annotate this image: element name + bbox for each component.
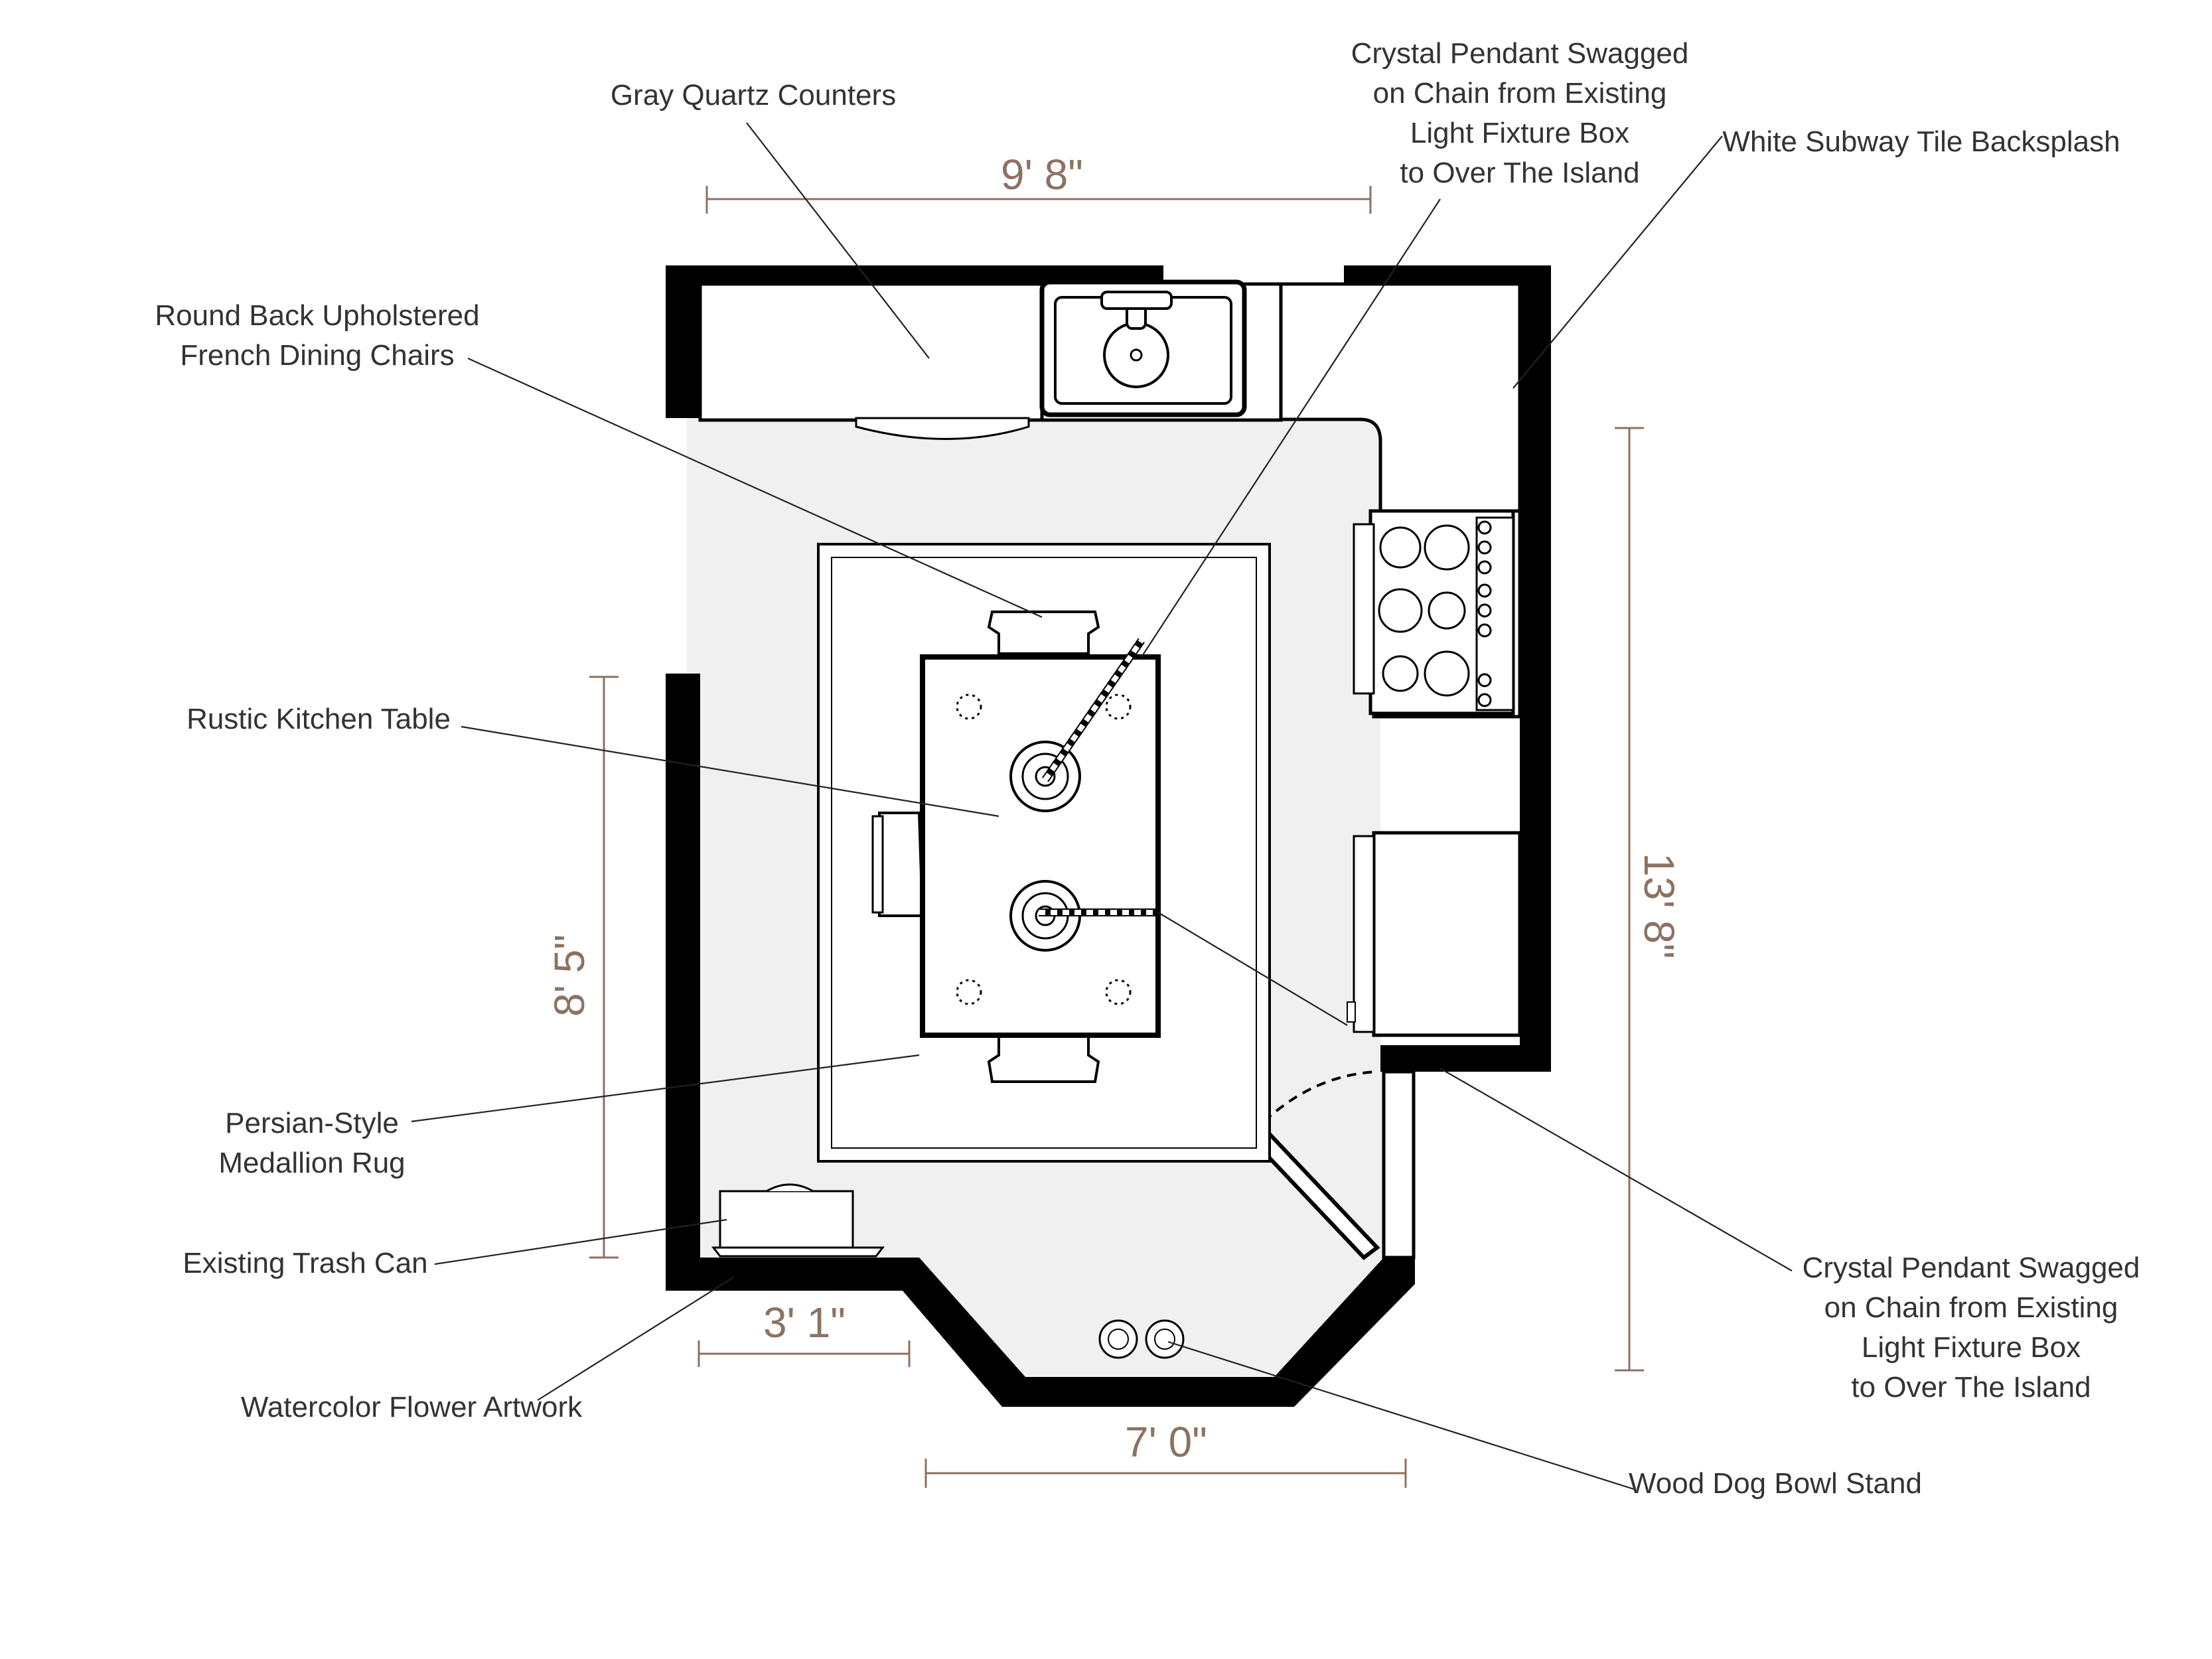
walls xyxy=(666,265,1551,1407)
label-artwork: Watercolor Flower Artwork xyxy=(241,1391,583,1423)
dim-bottom-width: 7' 0" xyxy=(1125,1418,1207,1466)
dishwasher xyxy=(855,417,1030,440)
leader-lines xyxy=(411,122,1793,1491)
dining-chairs xyxy=(871,611,1100,1083)
pendant-lights xyxy=(1009,638,1158,952)
label-pendant-bottom-line2: on Chain from Existing xyxy=(1824,1291,2118,1324)
label-rug-line2: Medallion Rug xyxy=(218,1147,405,1179)
label-pendant-bottom-line4: to Over The Island xyxy=(1851,1371,2091,1404)
label-table: Rustic Kitchen Table xyxy=(186,703,451,735)
label-pendant-top-line3: Light Fixture Box xyxy=(1410,117,1629,149)
sink xyxy=(1039,279,1247,417)
label-pendant-top-line2: on Chain from Existing xyxy=(1373,77,1667,109)
label-pendant-top-line1: Crystal Pendant Swagged xyxy=(1351,37,1689,70)
label-chairs-line2: French Dining Chairs xyxy=(180,339,454,372)
refrigerator xyxy=(1347,831,1522,1037)
kitchen-table xyxy=(920,654,1161,1038)
trash-can xyxy=(711,1183,885,1258)
dog-bowl-stand xyxy=(1098,1319,1185,1359)
label-pendant-bottom-line3: Light Fixture Box xyxy=(1862,1331,2081,1364)
label-dog-bowl: Wood Dog Bowl Stand xyxy=(1629,1467,1922,1500)
dimension-lines xyxy=(589,186,1644,1488)
label-rug-line1: Persian-Style xyxy=(225,1107,399,1139)
label-backsplash: White Subway Tile Backsplash xyxy=(1722,125,2120,158)
dim-right-height: 13' 8" xyxy=(1635,853,1683,959)
dim-top-width: 9' 8" xyxy=(1001,151,1083,198)
label-trash-can: Existing Trash Can xyxy=(183,1247,427,1279)
label-pendant-bottom-line1: Crystal Pendant Swagged xyxy=(1803,1252,2140,1284)
range xyxy=(1353,509,1515,715)
label-chairs-line1: Round Back Upholstered xyxy=(155,299,479,332)
dim-left-height: 8' 5" xyxy=(546,934,593,1017)
dim-bottom-left: 3' 1" xyxy=(763,1299,846,1346)
label-gray-quartz: Gray Quartz Counters xyxy=(611,79,896,111)
label-pendant-top-line4: to Over The Island xyxy=(1400,157,1639,189)
